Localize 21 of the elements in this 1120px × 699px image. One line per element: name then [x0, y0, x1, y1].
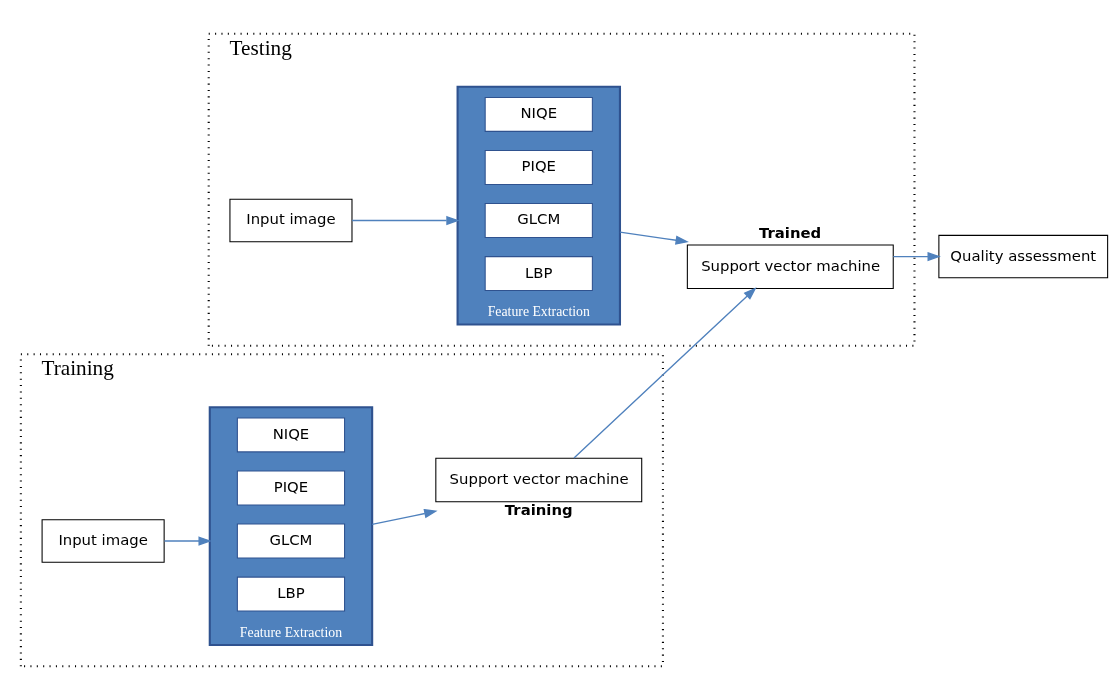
arrow [163, 535, 212, 546]
node-box: Support vector machine [435, 457, 643, 502]
node-box: GLCM [484, 202, 593, 238]
node-box: Input image [229, 198, 353, 242]
arrow [351, 215, 460, 225]
node-label: Trained [758, 223, 822, 242]
node-box: Input image [41, 518, 165, 563]
arrow [619, 230, 689, 245]
node-box: NIQE [236, 416, 346, 452]
node-box: Quality assessment [938, 234, 1109, 278]
arrow [573, 286, 757, 459]
arrow [892, 251, 941, 261]
node-box: GLCM [236, 523, 346, 559]
node-box: PIQE [236, 469, 346, 505]
arrow [371, 508, 438, 525]
node-label: Training [504, 500, 573, 519]
node-box: LBP [236, 576, 346, 612]
node-box: Support vector machine [686, 243, 894, 289]
node-box: PIQE [484, 149, 593, 185]
node-box: LBP [484, 255, 593, 291]
node-box: NIQE [484, 96, 593, 132]
